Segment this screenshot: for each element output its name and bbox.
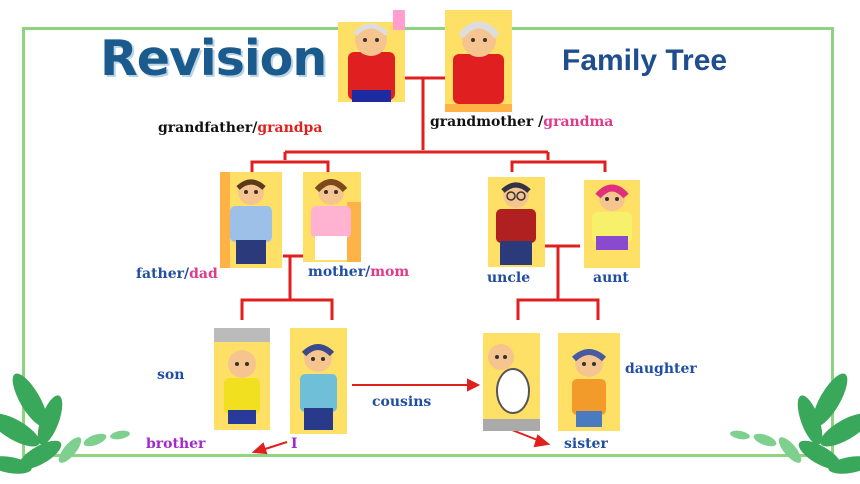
- grandmother-label: grandmother /grandma: [430, 114, 613, 130]
- aunt-label: aunt: [593, 270, 629, 286]
- grandmother-picture: [445, 10, 512, 112]
- daughter-label: daughter: [625, 361, 697, 377]
- cousin-picture: [483, 333, 540, 431]
- father-picture: [220, 172, 282, 268]
- dad-text: dad: [189, 266, 218, 282]
- page-subtitle: Family Tree: [562, 44, 728, 77]
- me-label: I: [291, 436, 298, 452]
- brother-label: brother: [146, 436, 206, 452]
- mother-text: mother/: [308, 264, 371, 280]
- grandfather-picture: [338, 10, 405, 112]
- sister-picture: [558, 333, 620, 431]
- brother-picture: [214, 328, 270, 430]
- grandma-text: grandma: [543, 114, 614, 130]
- father-label: father/dad: [136, 266, 218, 282]
- left-leaves-decoration: [0, 373, 130, 474]
- right-leaves-decoration: [730, 373, 860, 474]
- grandmother-text: grandmother /: [430, 114, 544, 130]
- uncle-picture: [488, 177, 545, 267]
- uncle-label: uncle: [487, 270, 531, 286]
- cousins-label: cousins: [372, 394, 432, 410]
- grandfather-label: grandfather/grandpa: [158, 120, 322, 136]
- mother-label: mother/mom: [308, 264, 409, 280]
- grandfather-text: grandfather/: [158, 120, 258, 136]
- page-title: Revision: [100, 30, 327, 87]
- me-picture: [290, 328, 347, 434]
- mother-picture: [303, 172, 361, 262]
- sister-label: sister: [564, 436, 608, 452]
- father-text: father/: [136, 266, 190, 282]
- son-label: son: [157, 367, 185, 383]
- slide-frame: [22, 27, 834, 457]
- aunt-picture: [584, 180, 640, 268]
- grandpa-text: grandpa: [257, 120, 323, 136]
- mom-text: mom: [370, 264, 410, 280]
